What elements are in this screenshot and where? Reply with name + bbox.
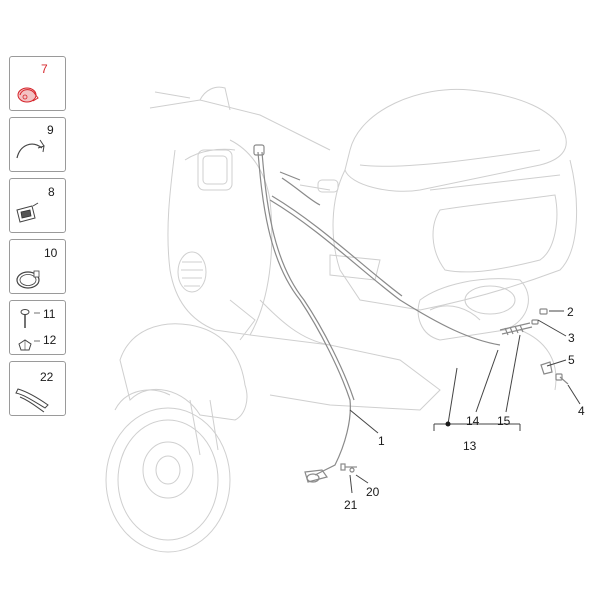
sidebar-label-10: 10 <box>44 246 58 260</box>
callout-20[interactable]: 20 <box>366 485 380 499</box>
sidebar-label-11: 11 <box>43 307 56 321</box>
callout-21[interactable]: 21 <box>344 498 358 512</box>
sidebar-label-7: 7 <box>41 62 48 76</box>
sidebar-label-22: 22 <box>40 370 54 384</box>
sidebar-label-9: 9 <box>47 123 54 137</box>
callout-4[interactable]: 4 <box>578 404 585 418</box>
cable-tie-icon <box>15 388 49 413</box>
callout-15[interactable]: 15 <box>497 414 511 428</box>
part-box-7[interactable] <box>9 56 66 111</box>
screw-and-nut-icon <box>18 309 32 351</box>
sidebar-leaders-11-12 <box>34 312 40 342</box>
callout-5[interactable]: 5 <box>568 353 575 367</box>
part-box-11-12[interactable] <box>9 300 66 355</box>
callout-3[interactable]: 3 <box>568 331 575 345</box>
part-box-8[interactable] <box>9 178 66 233</box>
callout-13[interactable]: 13 <box>463 439 477 453</box>
callout-2[interactable]: 2 <box>567 305 574 319</box>
hose-clamp-icon <box>16 270 40 289</box>
cable-clip-icon <box>16 202 39 223</box>
part-box-9[interactable] <box>9 117 66 172</box>
clamp-clip-icon <box>17 87 39 103</box>
callout-1[interactable]: 1 <box>378 434 385 448</box>
sidebar-label-12: 12 <box>43 333 57 347</box>
sidebar-label-8: 8 <box>48 185 55 199</box>
cable-assembly <box>253 144 569 483</box>
cable-tie-loop-icon <box>16 139 45 159</box>
scooter-outline <box>105 86 577 553</box>
callout-14[interactable]: 14 <box>466 414 480 428</box>
leader-lines <box>349 310 581 494</box>
callout-dot-13 <box>445 421 451 427</box>
